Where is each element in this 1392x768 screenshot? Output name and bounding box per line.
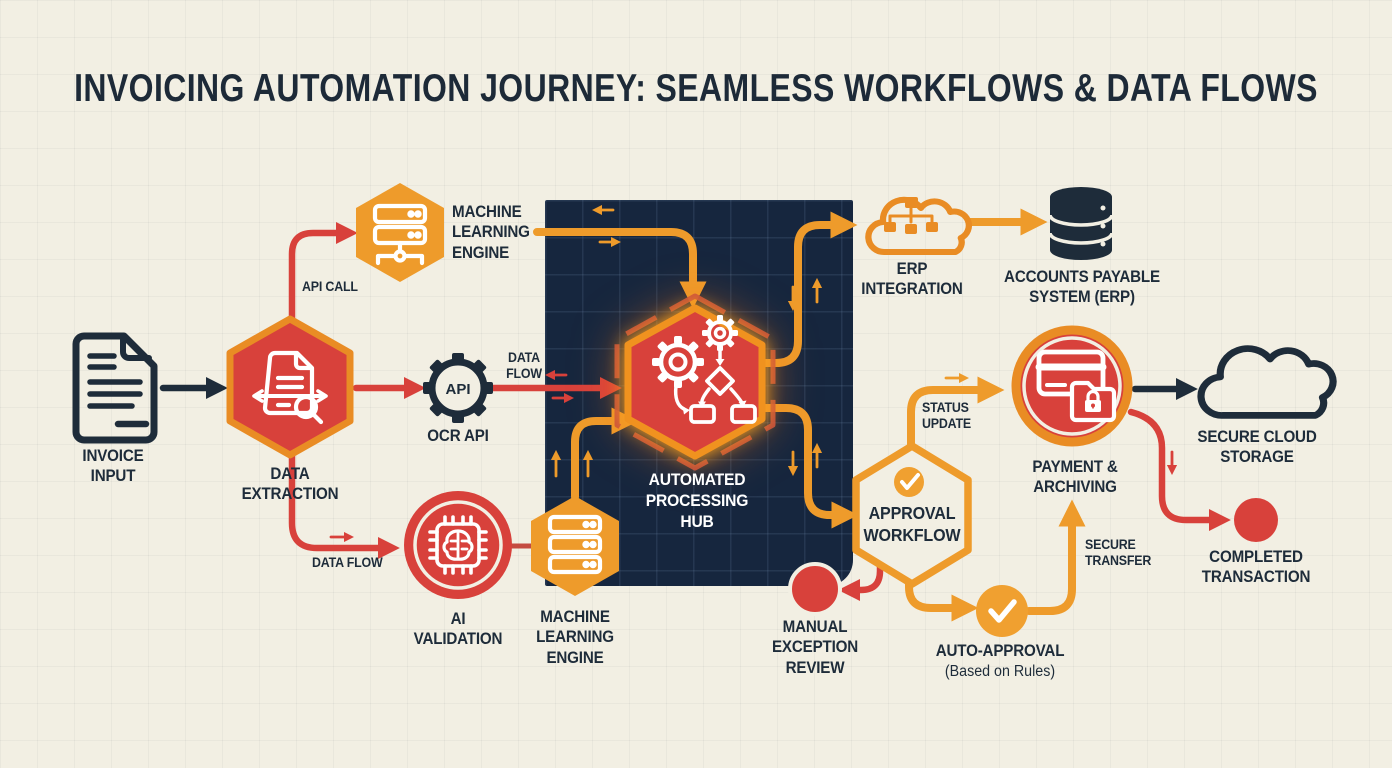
check-badge [894, 467, 924, 497]
data-extraction-label: DATA EXTRACTION [241, 465, 339, 504]
ml-engine-top-hexagon [356, 183, 444, 282]
accounts-payable-label: ACCOUNTS PAYABLE SYSTEM (ERP) [1004, 268, 1160, 307]
secure-cloud-icon [1201, 349, 1333, 416]
network-tree-icon [884, 197, 938, 234]
payment-archiving-label: PAYMENT & ARCHIVING [1032, 458, 1118, 497]
invoice-document-icon [72, 332, 158, 444]
erp-cloud-icon [868, 197, 968, 252]
database-icon [1048, 187, 1114, 260]
check-icon [900, 473, 920, 490]
secure-transfer-label: SECURE TRANSFER [1085, 537, 1152, 569]
api-icon-text: API [445, 381, 470, 398]
edge-extraction-to-ml-api-call [288, 221, 358, 322]
processing-hub-hexagon [614, 293, 776, 471]
manual-review-circle [788, 562, 842, 616]
edge-approval-to-manual-review [838, 545, 884, 602]
auto-approval-circle [976, 585, 1028, 637]
approval-workflow-hexagon [852, 442, 972, 588]
ml-engine-bottom-label: MACHINE LEARNING ENGINE [536, 608, 614, 667]
edge-hub-to-erp [756, 211, 858, 367]
processing-hub-label: AUTOMATED PROCESSING HUB [645, 470, 749, 532]
approval-workflow-label: APPROVAL WORKFLOW [863, 503, 961, 545]
ai-validation-circle [404, 491, 512, 599]
data-flow-bottom-label: DATA FLOW [312, 555, 383, 570]
check-icon [988, 599, 1017, 623]
server-icon [372, 203, 428, 266]
secure-cloud-storage-label: SECURE CLOUD STORAGE [1197, 428, 1317, 467]
server-stack-icon [547, 514, 603, 575]
auto-approval-sublabel: (Based on Rules) [944, 663, 1056, 680]
edge-extraction-to-ai-validation [288, 452, 400, 560]
page-title: INVOICING AUTOMATION JOURNEY: SEAMLESS W… [74, 67, 1318, 110]
edge-ml-top-to-hub [533, 228, 707, 309]
status-update-label: STATUS UPDATE [922, 400, 972, 432]
ocr-api-label: OCR API [427, 427, 489, 445]
payment-archiving-circle [1011, 325, 1133, 447]
edge-approval-to-auto-approval [905, 576, 979, 622]
document-scan-icon [252, 350, 328, 425]
gears-workflow-icon [652, 315, 757, 424]
completed-transaction-circle [1234, 498, 1278, 542]
edge-auto-approval-to-payment [1025, 499, 1086, 615]
data-flow-top-label: DATA FLOW [506, 350, 542, 382]
secure-folder-icon [1069, 380, 1117, 423]
manual-exception-review-label: MANUAL EXCEPTION REVIEW [771, 618, 859, 677]
edge-ml-bottom-to-hub [571, 407, 639, 501]
data-extraction-hexagon [226, 315, 354, 459]
api-call-label: API CALL [302, 279, 358, 294]
ml-engine-bottom-hexagon [531, 496, 619, 596]
invoice-input-label: INVOICE INPUT [82, 447, 144, 486]
edge-approval-to-payment-status [907, 376, 1005, 454]
small-flow-arrows [329, 204, 1178, 543]
ai-validation-label: AI VALIDATION [413, 610, 503, 649]
ml-engine-top-label: MACHINE LEARNING ENGINE [452, 203, 530, 262]
completed-transaction-label: COMPLETED TRANSACTION [1201, 548, 1311, 587]
edge-hub-to-approval [756, 404, 859, 529]
hub-dashed-ring [614, 293, 776, 471]
edge-payment-to-completed [1127, 408, 1231, 532]
gear-api-icon: API [423, 353, 493, 423]
auto-approval-label: AUTO-APPROVAL [935, 642, 1065, 660]
chip-brain-icon [428, 515, 488, 575]
erp-integration-label: ERP INTEGRATION [861, 260, 963, 299]
